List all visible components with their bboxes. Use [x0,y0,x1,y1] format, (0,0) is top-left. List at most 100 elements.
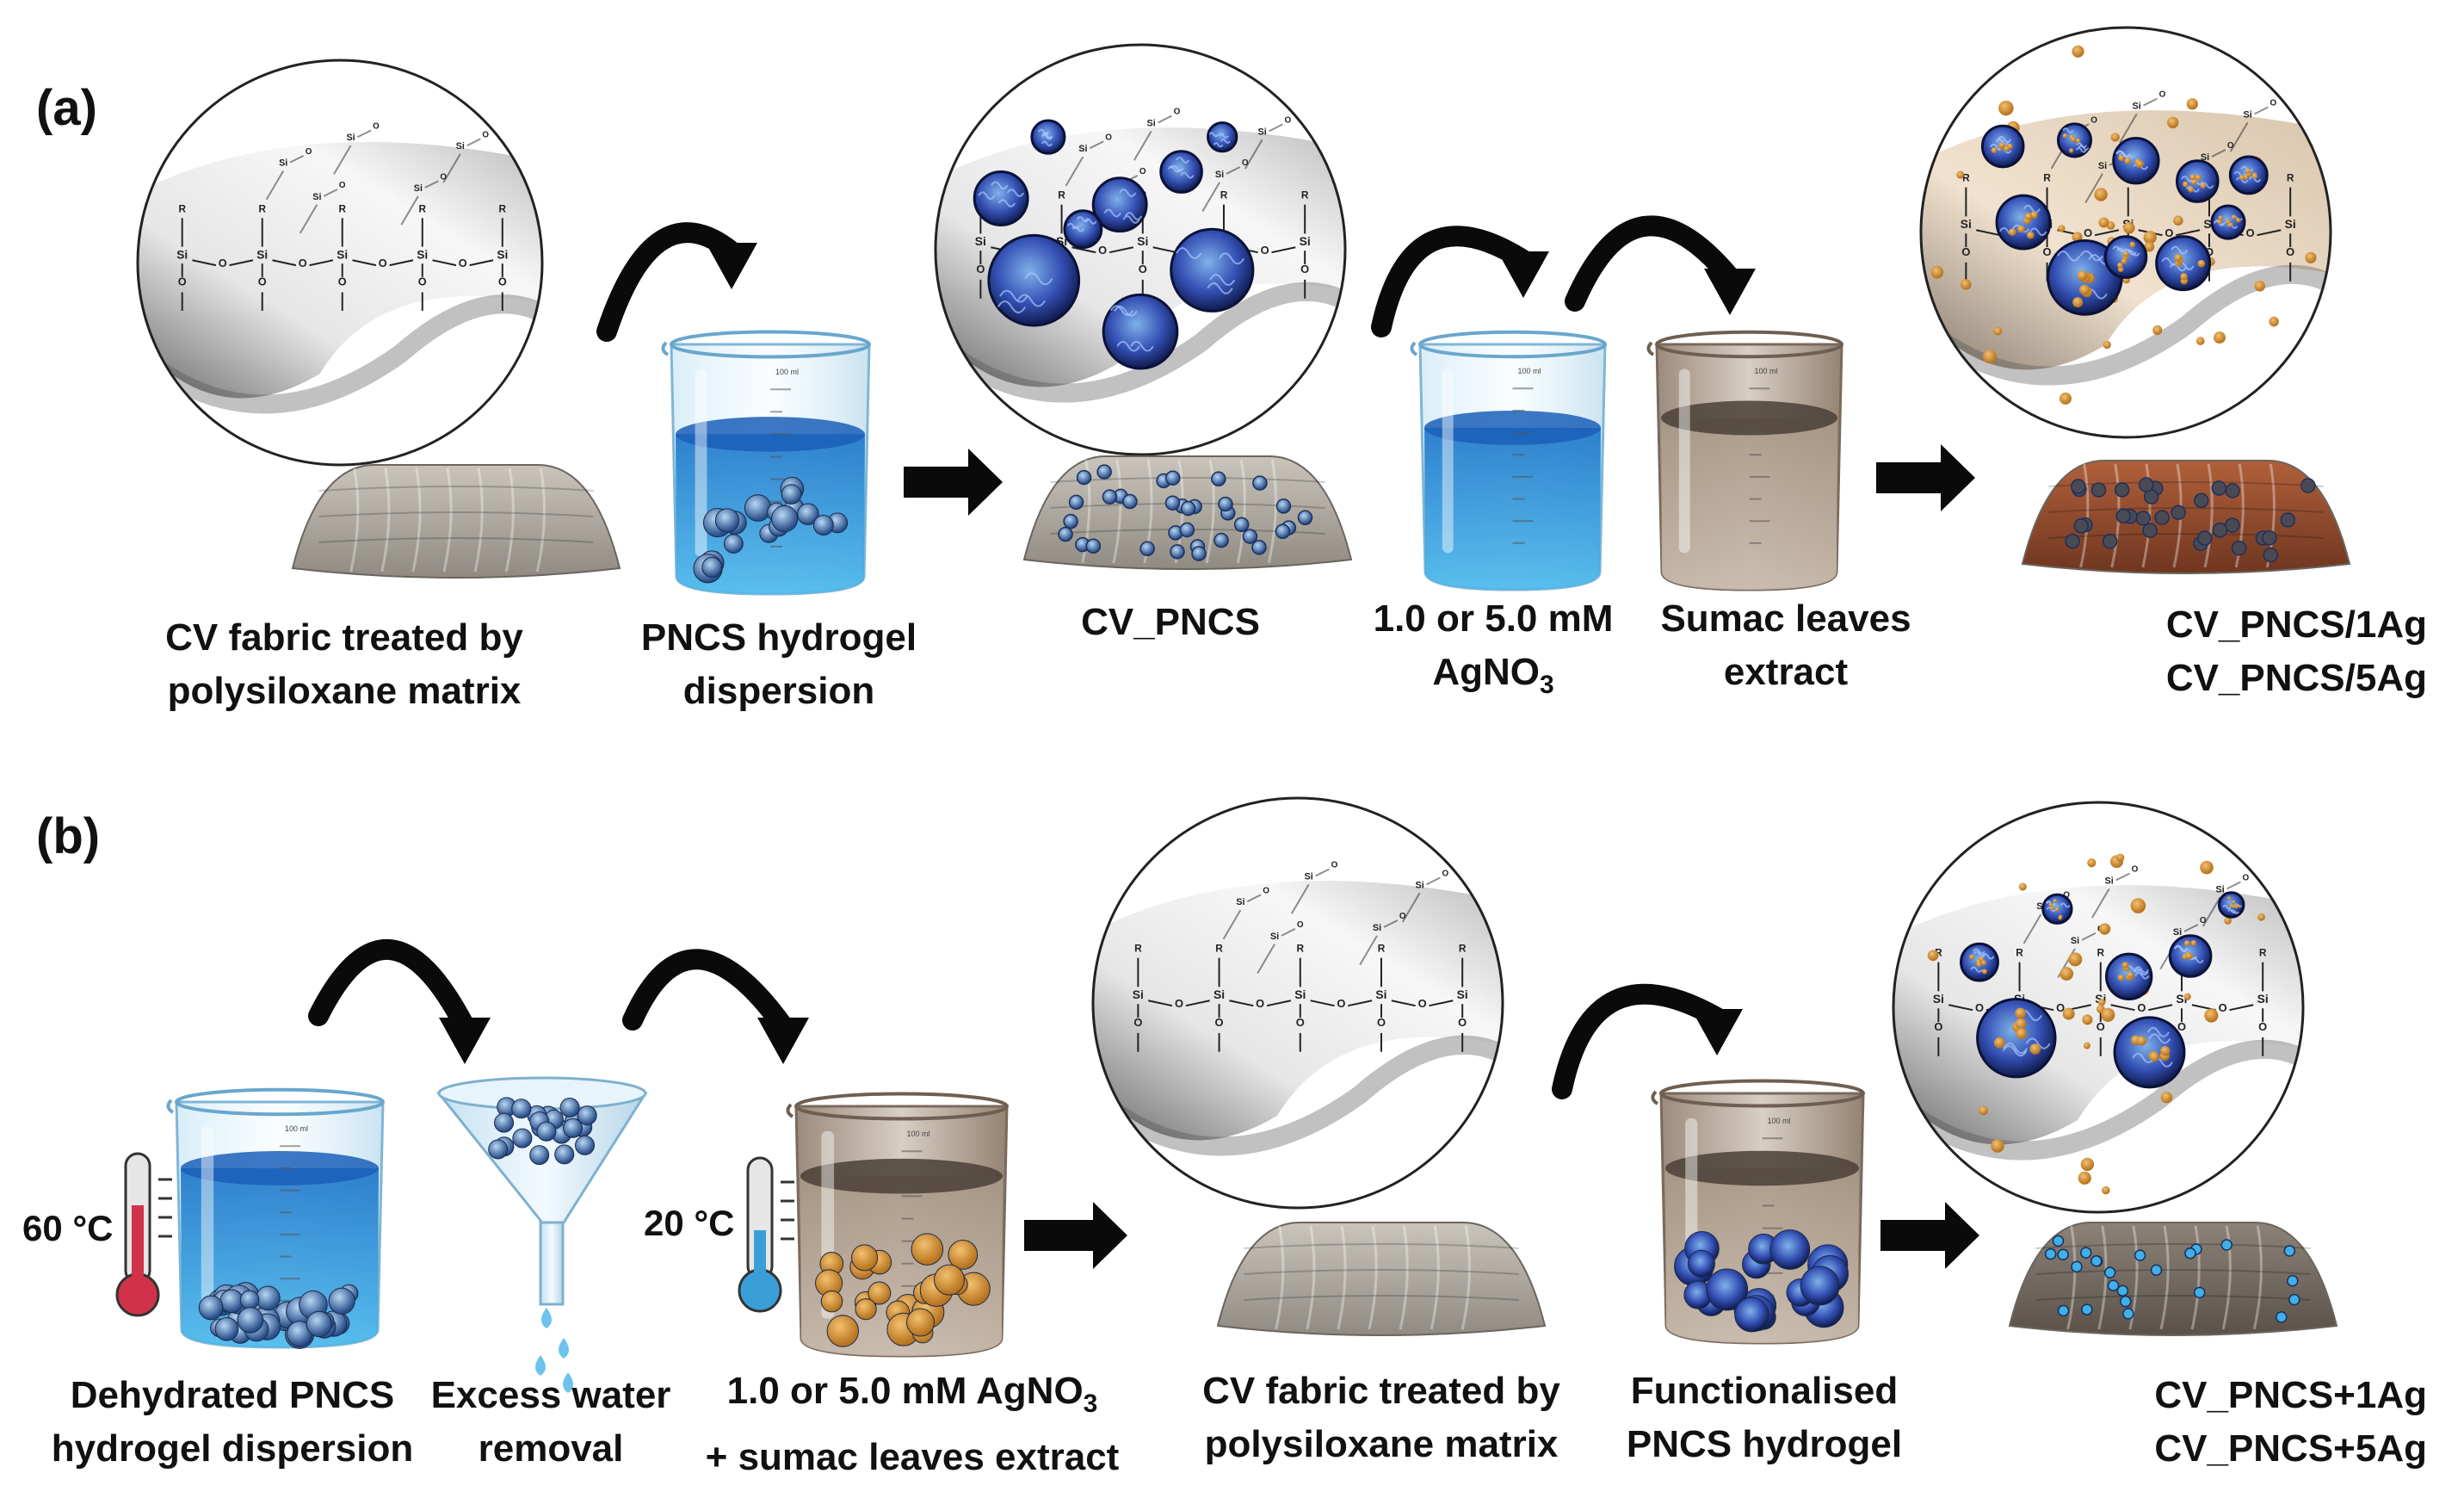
beaker-volume-mark: 100 ml [1768,1117,1791,1125]
polymer-chain [2075,146,2087,153]
water-droplet [535,1355,546,1376]
fabric-particle [2044,1247,2057,1260]
silver-nanoparticle [2097,999,2106,1006]
silver-nanoparticle [2068,952,2083,967]
fabric-particle [2283,1245,2296,1257]
arrow-head [1498,251,1549,298]
beaker-spout [1646,341,1655,356]
caption-a-pncs-dispersion: PNCS hydrogel dispersion [624,611,934,718]
polymer-chain [1116,340,1140,352]
silver-nanoparticle [2008,228,2016,236]
molecule-atom-label: O [1442,869,1449,878]
particle [948,1240,979,1270]
weave-strand [1244,1269,1519,1275]
molecule-atom-label: Si [1375,987,1386,1001]
thermometer-60 [115,1152,172,1317]
silver-nanoparticle [2118,155,2125,162]
lab-equipment [115,1076,794,1393]
particle [701,556,723,578]
molecule-bond [2226,881,2241,890]
silver-nanoparticle [2058,915,2063,920]
silver-nanoparticle [2180,272,2188,281]
silver-nanoparticle [2173,215,2183,226]
molecule-bond [2110,1004,2135,1012]
beaker-rim [175,1087,385,1117]
molecule-bond [389,259,414,267]
nanogel-particle [987,233,1081,327]
molecule-atom-label: O [1098,244,1107,257]
silver-nanoparticle [1969,954,1975,960]
weave-strand [1306,1225,1316,1330]
polymer-chain [1066,222,1080,230]
nanogel-particle [1091,176,1148,233]
molecule-atom-label: R [2287,172,2294,184]
particle [1687,1249,1715,1278]
particle [306,1310,332,1338]
silver-nanoparticle [2050,906,2054,911]
nanogel-particle [2112,137,2160,185]
nanogel-particle [1980,124,2025,169]
arrow-head [706,243,757,289]
silver-nanoparticle [2059,392,2072,405]
fabric-particle [1102,489,1118,504]
molecule-bond [1359,935,1378,966]
molecule-atom-label: R [1378,943,1386,955]
beaker-liquid [1661,418,1837,590]
fabric-particle [2288,1293,2300,1306]
caption-line: polysiloxane matrix [167,670,522,712]
molecule-bond [1281,928,1296,937]
molecule-bond [229,259,254,267]
fabric-particle [2287,1274,2299,1287]
weave-strand [2190,1225,2201,1330]
silver-nanoparticle [2117,975,2125,981]
fabric-particle [2193,1286,2206,1299]
molecule-bond [2143,97,2158,107]
funnel [435,1076,648,1393]
molecule-bond [466,138,481,146]
particle [198,1295,224,1321]
molecule-bond [1291,883,1310,914]
silver-nanoparticle [2183,993,2191,1000]
silver-nanoparticle [2098,923,2111,935]
polymer-chain [1176,157,1190,164]
molecule-bond [469,259,494,267]
weave-strand [1236,459,1246,564]
molecule-bond [333,145,352,175]
fabric-particle [2107,1279,2120,1291]
molecule-atom-label: Si [1300,234,1311,248]
molecule-bond [309,259,334,267]
molecule-bond [1065,156,1084,187]
fabric-particle [2052,1235,2065,1247]
hydrogel-particle [536,1121,557,1142]
funnel-stem [539,1221,565,1306]
molecule-atom-label: O [1133,1016,1142,1029]
molecule-bond [1391,1000,1416,1007]
molecule-atom-label: Si [1961,217,1972,231]
molecule-atom-label: O [2097,1020,2105,1033]
fabric-particle [2102,533,2118,549]
fabric-particle [1164,470,1181,486]
molecule-bond [424,180,439,189]
particle [933,1264,965,1296]
molecule-atom-label: O [1139,263,1147,275]
silver-nanoparticle [2174,253,2183,262]
polymer-chain [2025,1037,2051,1049]
molecule-atom-label: R [1215,943,1223,955]
molecule-atom-label: Si [1137,234,1148,248]
molecule-bond [1133,130,1152,161]
molecule-atom-label: Si [256,248,268,261]
weave-strand [2048,533,2324,539]
weave-strand [442,467,453,573]
fabric-b-plain [1216,1222,1547,1336]
molecule-atom-label: Si [2243,109,2251,120]
particle [770,504,799,533]
molecule-bond [356,129,372,139]
fabric-particle [1068,494,1084,511]
molecule-bond [2115,872,2130,882]
silver-nanoparticle [2117,262,2123,269]
particle [906,1308,936,1337]
liquid-surface [1661,400,1837,436]
molecule-atom-label: O [1418,997,1427,1010]
